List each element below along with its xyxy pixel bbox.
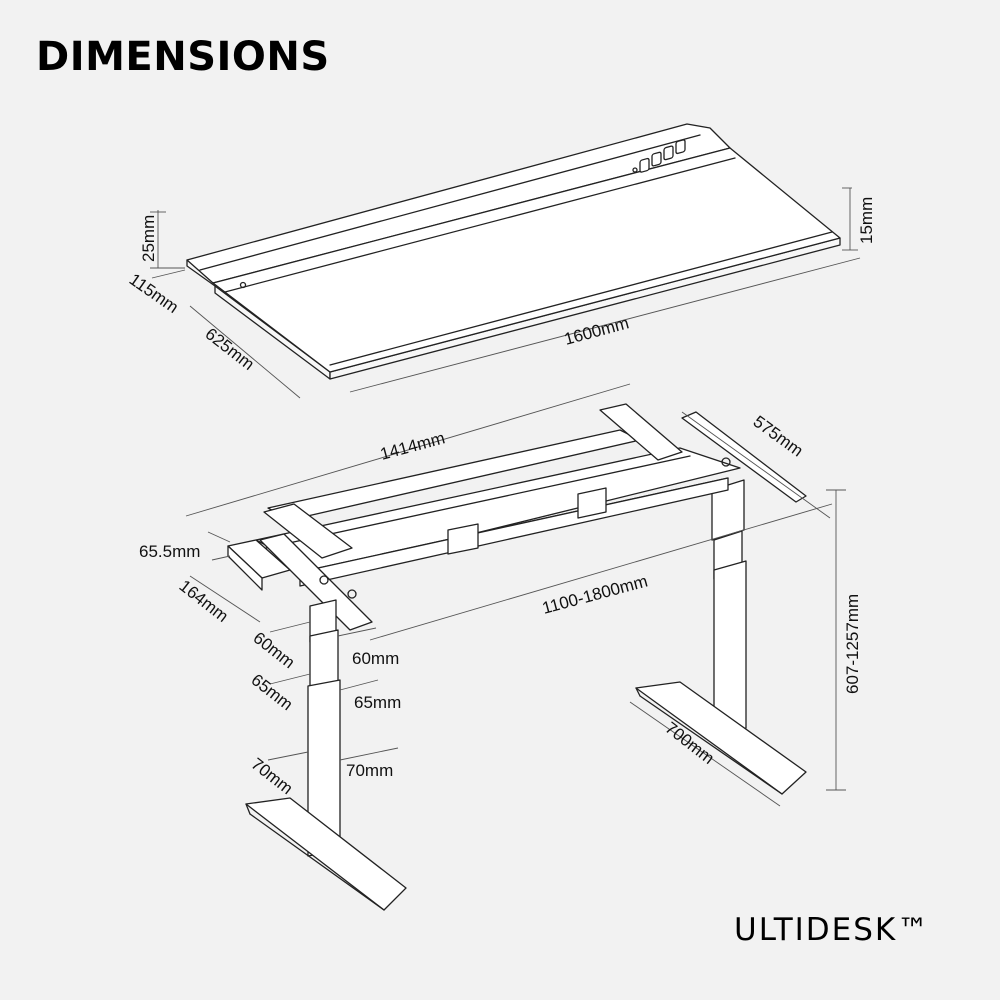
desktop-length-label: 1600mm bbox=[562, 313, 631, 348]
desktop-panel bbox=[186, 123, 841, 380]
leg-middle-left-label: 65mm bbox=[248, 670, 297, 714]
leg-bottom-left-label: 70mm bbox=[248, 754, 297, 798]
frame-dimension-lines bbox=[185, 383, 846, 807]
height-range-label: 607-1257mm bbox=[843, 594, 862, 694]
leg-bottom-right-label: 70mm bbox=[346, 761, 393, 780]
keypad-icon bbox=[632, 139, 686, 173]
leg-top-left-label: 60mm bbox=[250, 628, 299, 672]
desktop-dimension-lines bbox=[150, 187, 861, 399]
control-box-height-label: 65.5mm bbox=[139, 542, 200, 561]
desk-frame bbox=[227, 403, 807, 911]
page-title: DIMENSIONS bbox=[36, 34, 330, 80]
width-range-label: 1100-1800mm bbox=[540, 571, 650, 617]
desktop-edge-thickness-label: 15mm bbox=[857, 197, 876, 244]
top-plate-width-label: 575mm bbox=[750, 412, 807, 461]
desktop-depth-label: 625mm bbox=[202, 324, 258, 374]
beam-span-label: 1414mm bbox=[378, 428, 447, 463]
brand-logo: ULTIDESK™ bbox=[734, 912, 931, 948]
desktop-thickness-label: 25mm bbox=[139, 215, 158, 262]
leg-middle-right-label: 65mm bbox=[354, 693, 401, 712]
leg-top-right-label: 60mm bbox=[352, 649, 399, 668]
control-box-depth-label: 164mm bbox=[176, 576, 232, 626]
channel-width-label: 115mm bbox=[126, 270, 182, 317]
